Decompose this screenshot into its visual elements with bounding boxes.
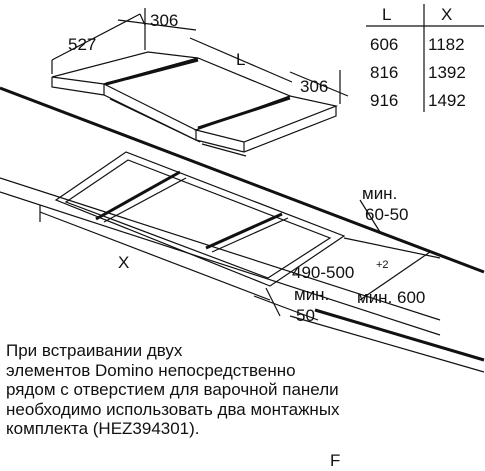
cut-off-label: F <box>330 451 341 470</box>
installation-note: При встраивании двух элементов Domino не… <box>6 341 340 438</box>
table-cell: 1392 <box>428 63 466 82</box>
dim-min-edge-label: мин. <box>362 184 397 203</box>
table-cell: 816 <box>370 63 398 82</box>
dim-min-600: мин. 600 <box>357 288 425 307</box>
dim-X: X <box>118 253 129 272</box>
dim-min-edge-value: 60-50 <box>365 205 408 224</box>
table-cell: 916 <box>370 91 398 110</box>
table-cell: 606 <box>370 35 398 54</box>
cutout-frame <box>54 151 346 287</box>
dim-306-right: 306 <box>300 77 328 96</box>
dim-L: L <box>236 50 245 69</box>
worktop <box>0 86 485 373</box>
dim-cutout-depth-tolerance: +2 <box>376 259 389 271</box>
dim-min-front-label: мин. <box>294 285 329 304</box>
dim-min-front-value: 50 <box>296 306 315 325</box>
dim-cutout-depth: 490-500 <box>292 263 354 282</box>
table-header-X: X <box>441 5 452 24</box>
table-header-L: L <box>382 5 391 24</box>
top-dimension-lines <box>51 8 349 104</box>
hob-units <box>51 51 339 157</box>
dim-306-left: 306 <box>150 11 178 30</box>
dim-527: 527 <box>68 35 96 54</box>
table-cell: 1492 <box>428 91 466 110</box>
bottom-dimension-lines <box>39 199 441 321</box>
hob-unit-right <box>193 95 339 143</box>
size-table: L X 606 1182 816 1392 916 1492 <box>366 4 484 112</box>
table-cell: 1182 <box>428 35 465 54</box>
